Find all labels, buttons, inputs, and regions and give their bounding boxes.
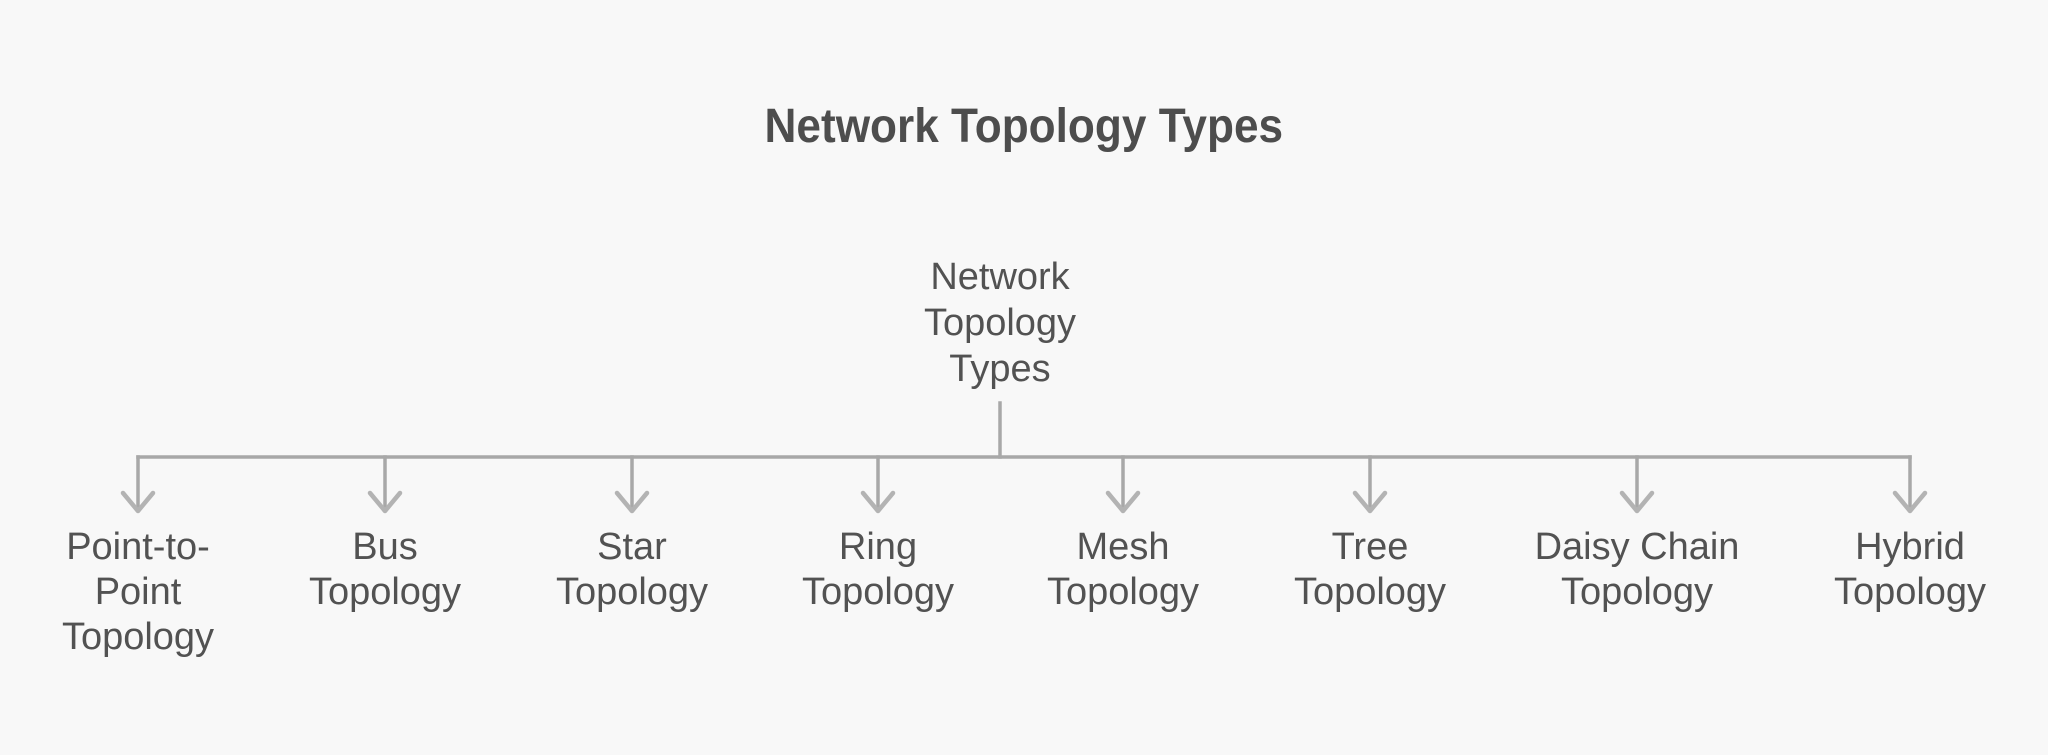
node-label-line: Tree (1331, 526, 1409, 568)
node-label-line: Bus (352, 526, 418, 568)
diagram-title-row: Network Topology Types (0, 98, 2048, 156)
arrow-down-icon (1619, 490, 1655, 514)
connector-arrow-daisy-chain-topology (1619, 455, 1655, 514)
connector-arrow-hybrid-topology (1892, 455, 1928, 514)
connector-arrow-ring-topology (860, 455, 896, 514)
connector-arrow-bus-topology (367, 455, 403, 514)
arrow-down-icon (614, 490, 650, 514)
connector-arrow-point-to-point-topology (120, 455, 156, 514)
node-label-line: Point (94, 571, 182, 613)
node-label-line: Daisy Chain (1534, 526, 1740, 568)
node-label-line: Mesh (1076, 526, 1170, 568)
arrow-down-icon (120, 490, 156, 514)
root-node-label-line: Types (949, 348, 1051, 390)
node-label-line: Topology (1833, 571, 1987, 613)
arrow-down-icon (367, 490, 403, 514)
node-label-line: Topology (1046, 571, 1200, 613)
diagram-title: Network Topology Types (764, 100, 1284, 153)
arrow-down-icon (860, 490, 896, 514)
node-label-line: Star (597, 526, 667, 568)
arrow-down-icon (1892, 490, 1928, 514)
arrow-down-icon (1105, 490, 1141, 514)
node-label-line: Topology (1293, 571, 1447, 613)
node-label-line: Hybrid (1855, 526, 1965, 568)
root-node-label-line: Topology (923, 302, 1077, 344)
node-label-line: Topology (61, 616, 215, 658)
arrow-down-icon (1352, 490, 1388, 514)
node-label-line: Topology (1560, 571, 1714, 613)
connector-arrow-mesh-topology (1105, 455, 1141, 514)
connector-arrow-star-topology (614, 455, 650, 514)
node-label-line: Topology (801, 571, 955, 613)
node-label-line: Topology (308, 571, 462, 613)
node-label-line: Topology (555, 571, 709, 613)
node-label-line: Ring (838, 526, 918, 568)
connector-arrow-tree-topology (1352, 455, 1388, 514)
root-node-label-line: Network (930, 256, 1070, 298)
node-label-line: Point-to- (66, 526, 210, 568)
